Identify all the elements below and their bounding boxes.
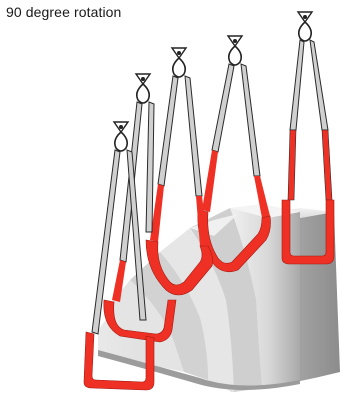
sling-rig-1 [83, 121, 155, 391]
shackle-hook-icon [112, 121, 130, 152]
diagram-caption: 90 degree rotation [6, 4, 122, 20]
sling-rig-3 [145, 47, 213, 296]
shackle-hook-icon [170, 47, 188, 78]
shackle-hook-icon [226, 35, 244, 66]
shackle-hook-icon [134, 73, 152, 104]
sling-rig-5 [281, 11, 335, 265]
shackle-hook-icon [296, 11, 314, 42]
